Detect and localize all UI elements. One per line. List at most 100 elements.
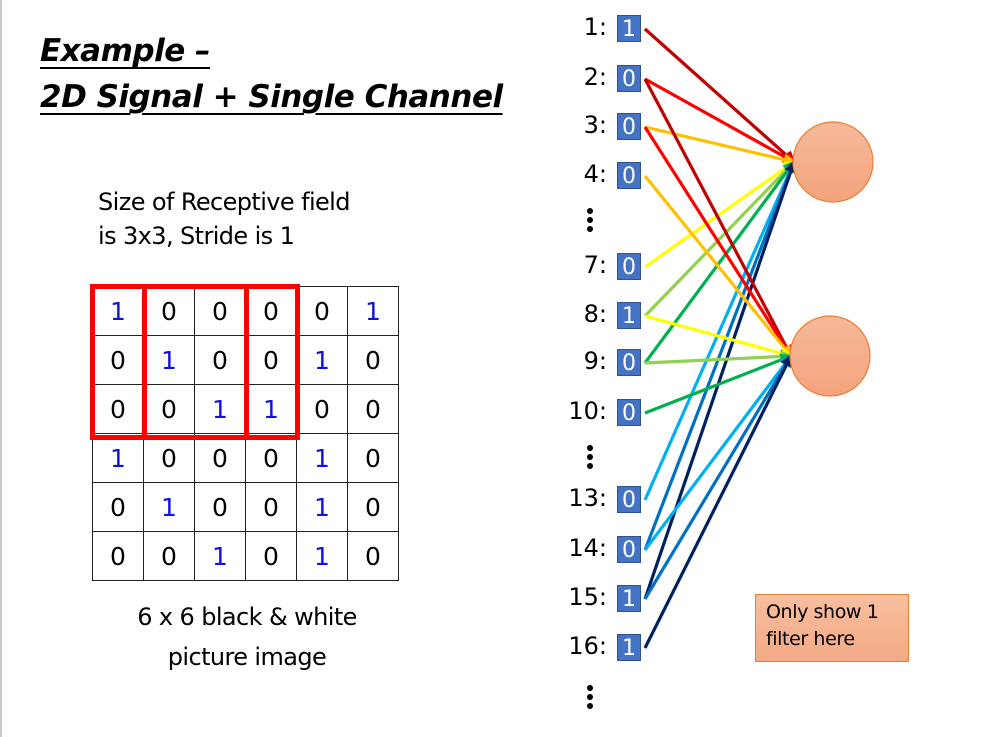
input-node: 9: 0 [561, 347, 641, 379]
pixel-cell: 0 [245, 335, 297, 385]
input-node: 1: 1 [561, 13, 641, 45]
image-caption-line-1: 6 x 6 black & white [137, 603, 357, 631]
neuron-2 [789, 315, 871, 397]
weight-connection [643, 353, 793, 551]
pixel-cell: 0 [245, 482, 297, 532]
input-node: 16: 1 [561, 632, 641, 664]
input-node: 7: 0 [561, 251, 641, 283]
ellipsis-icon [586, 445, 594, 472]
pixel-cell: 0 [347, 531, 399, 581]
pixel-cell: 1 [296, 433, 348, 483]
input-index-label: 8: [583, 300, 607, 328]
input-value-box: 0 [617, 349, 641, 376]
pixel-cell: 0 [92, 482, 144, 532]
input-value-box: 1 [617, 585, 641, 612]
weight-connection [644, 314, 794, 360]
weight-connection [643, 174, 793, 358]
weight-connection [643, 159, 796, 501]
input-value-box: 1 [617, 302, 641, 329]
weight-connection [643, 78, 793, 359]
receptive-field-caption-line-2: is 3x3, Stride is 1 [98, 222, 295, 250]
receptive-field-field-2 [141, 284, 300, 441]
weight-connection [644, 350, 794, 365]
input-node: 8: 1 [561, 300, 641, 332]
weight-connection [643, 126, 793, 359]
input-node: 4: 0 [561, 160, 641, 192]
input-value-box: 1 [617, 15, 641, 42]
pixel-cell: 0 [245, 433, 297, 483]
pixel-cell: 0 [92, 531, 144, 581]
weight-connection [643, 159, 796, 364]
receptive-field-caption-line-1: Size of Receptive field [98, 188, 350, 216]
input-node: 3: 0 [561, 111, 641, 143]
weight-connection [643, 353, 793, 649]
filter-note: Only show 1 filter here [755, 594, 909, 662]
weight-connection [644, 160, 797, 269]
weight-connection [644, 77, 797, 164]
input-value-box: 0 [617, 536, 641, 563]
input-node: 15: 1 [561, 583, 641, 615]
ellipsis-icon [586, 208, 594, 235]
pixel-cell: 0 [347, 384, 399, 434]
input-value-box: 0 [617, 486, 641, 513]
weight-connection [643, 159, 797, 551]
weight-connection [643, 159, 797, 600]
input-node: 2: 0 [561, 63, 641, 95]
slide-title: Example – 2D Signal + Single Channel [40, 28, 503, 120]
image-caption: 6 x 6 black & white picture image [92, 597, 402, 677]
input-index-label: 9: [583, 347, 607, 375]
neuron-1 [792, 121, 874, 203]
input-index-label: 15: [568, 583, 607, 611]
input-node: 13: 0 [561, 484, 641, 516]
input-value-box: 0 [617, 113, 641, 140]
ellipsis-icon [586, 685, 594, 712]
pixel-cell: 0 [347, 335, 399, 385]
input-index-label: 10: [568, 397, 607, 425]
pixel-cell: 0 [347, 482, 399, 532]
pixel-cell: 0 [143, 384, 195, 434]
title-line-1: Example – [40, 33, 211, 69]
pixel-cell: 1 [296, 335, 348, 385]
input-node: 14:0 [561, 534, 641, 566]
pixel-cell: 1 [296, 482, 348, 532]
pixel-cell: 1 [194, 384, 246, 434]
pixel-cell: 0 [347, 433, 399, 483]
pixel-cell: 1 [92, 433, 144, 483]
input-index-label: 3: [583, 111, 607, 139]
input-value-box: 0 [617, 162, 641, 189]
input-index-label: 13: [568, 484, 607, 512]
receptive-field-caption: Size of Receptive field is 3x3, Stride i… [98, 185, 350, 253]
input-value-box: 0 [617, 65, 641, 92]
pixel-cell: 1 [143, 335, 195, 385]
input-index-label: 7: [583, 251, 607, 279]
weight-connection [643, 160, 796, 318]
weight-connection [644, 353, 794, 415]
weight-connection [643, 353, 793, 600]
input-value-box: 0 [617, 253, 641, 280]
pixel-cell: 0 [245, 531, 297, 581]
pixel-cell: 1 [347, 286, 399, 336]
pixel-cell: 0 [143, 286, 195, 336]
image-caption-line-2: picture image [167, 643, 327, 671]
input-index-label: 2: [583, 63, 607, 91]
weight-connection [644, 125, 797, 166]
pixel-cell: 0 [92, 384, 144, 434]
filter-note-line-2: filter here [766, 628, 855, 650]
input-value-box: 1 [617, 634, 641, 661]
weight-connection [643, 27, 796, 164]
input-value-box: 0 [617, 399, 641, 426]
input-index-label: 1: [583, 13, 607, 41]
slide-edge [0, 0, 2, 737]
title-line-2: 2D Signal + Single Channel [40, 79, 503, 115]
input-index-label: 4: [583, 160, 607, 188]
input-node: 10: 0 [561, 397, 641, 429]
filter-note-line-1: Only show 1 [766, 601, 879, 623]
pixel-cell: 0 [296, 286, 348, 336]
input-index-label: 16: [568, 632, 607, 660]
